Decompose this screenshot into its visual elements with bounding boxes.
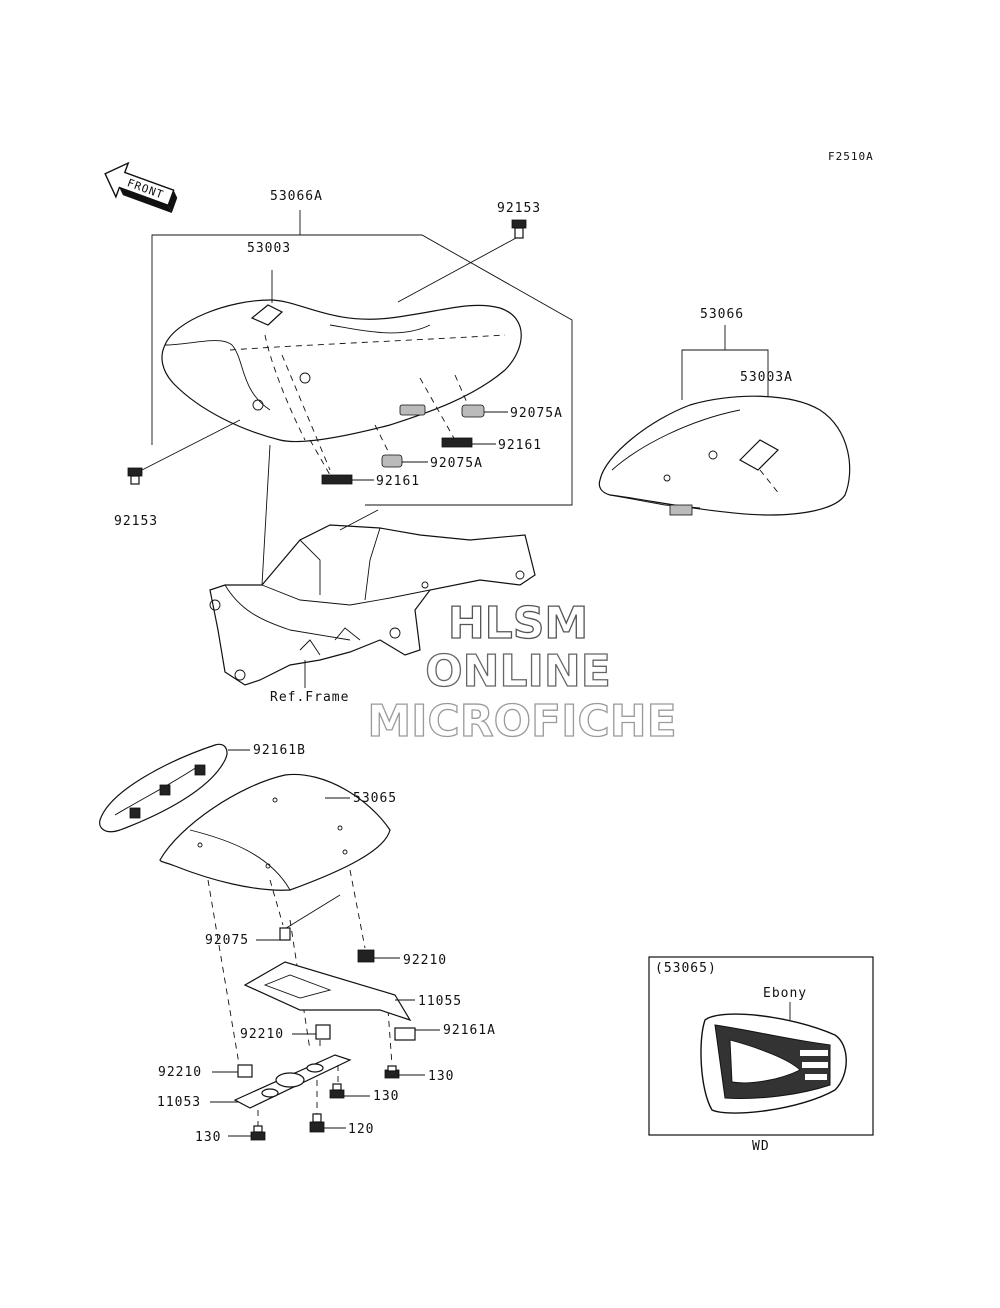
rider-seat-group [127,210,573,506]
label-130-b: 130 [373,1089,399,1104]
inset-color-label: Ebony [763,986,807,1001]
label-92075: 92075 [205,933,249,948]
label-53003: 53003 [247,241,291,256]
label-ref-frame: Ref.Frame [270,690,349,705]
damper-92161-a [441,437,473,448]
label-11055: 11055 [418,994,462,1009]
bolt-130-b [329,1083,345,1099]
seat-cowl-group [99,743,440,1141]
label-92161-a: 92161 [498,438,542,453]
label-92075A-b: 92075A [430,456,483,471]
bolt-92153-bottom [127,467,143,485]
bolt-130-c [250,1125,266,1141]
bolt-120 [309,1113,325,1133]
label-53066A: 53066A [270,189,323,204]
watermark-line1: HLSM [448,598,588,649]
nut-92210-c [237,1064,253,1078]
rider-seat [161,299,522,443]
label-11053: 11053 [157,1095,201,1110]
label-92161-b: 92161 [376,474,420,489]
label-53003A: 53003A [740,370,793,385]
watermark-line3: MICROFICHE [367,696,676,747]
clip-92075A-a [461,404,485,418]
label-92161B: 92161B [253,743,306,758]
rear-frame [209,444,536,688]
pillion-seat-group [598,325,851,516]
damper-92161A [394,1027,416,1041]
figure-code: F2510A [828,150,874,163]
seat-cowl [159,773,391,891]
bolt-92153-top [511,219,527,239]
nut-92210-b [315,1024,331,1040]
damper-92161-b [321,474,353,485]
nut-92210-a [357,949,375,963]
label-92153-bottom: 92153 [114,514,158,529]
label-92210-b: 92210 [240,1027,284,1042]
label-130-c: 130 [195,1130,221,1145]
label-120: 120 [348,1122,374,1137]
inset-caption: WD [752,1139,770,1154]
front-arrow-icon: FRONT [104,161,178,213]
label-92210-c: 92210 [158,1065,202,1080]
label-53065: 53065 [353,791,397,806]
label-92210-a: 92210 [403,953,447,968]
inset-title: (53065) [655,961,717,976]
clip-92075A-b [381,454,403,468]
label-92075A-a: 92075A [510,406,563,421]
label-53066: 53066 [700,307,744,322]
part-labels: 53066A 92153 53003 92075A 92161 92075A 9… [114,189,793,1145]
bolt-130-a [384,1065,400,1079]
label-92153-top: 92153 [497,201,541,216]
pillion-seat [598,395,851,516]
clip-92075 [279,927,291,941]
seat-label-patch [250,304,284,326]
label-92161A: 92161A [443,1023,496,1038]
watermark: HLSM ONLINE MICROFICHE [367,597,678,747]
watermark-line2: ONLINE [425,646,611,697]
color-variant-inset: (53065) Ebony WD [648,956,874,1154]
label-130-a: 130 [428,1069,454,1084]
